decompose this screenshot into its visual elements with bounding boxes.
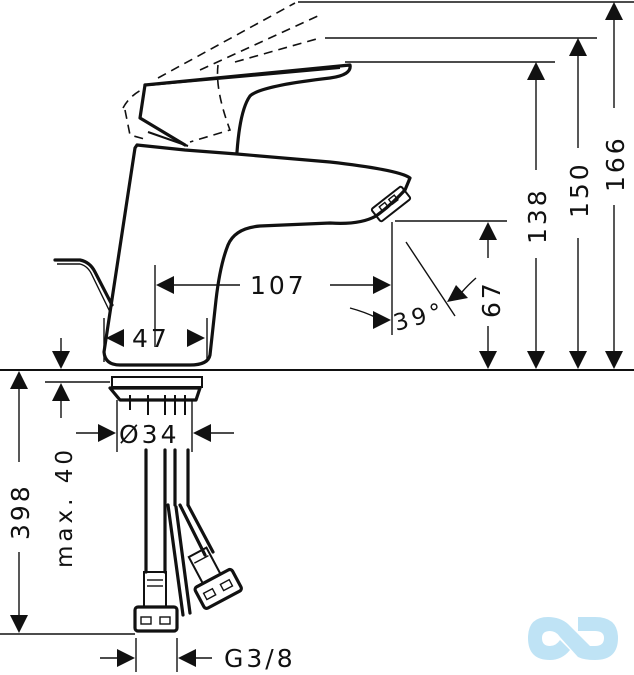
dimension-150: 150 [565,38,594,369]
dimension-107: 107 [154,222,393,347]
dim-label-max-40: max. 40 [52,446,78,568]
dim-label-47: 47 [132,324,170,353]
aerator [370,185,412,223]
dim-label-166: 166 [601,135,630,192]
dimension-166: 166 [601,2,630,369]
dimension-max-40: max. 40 [45,338,110,568]
dim-label-398: 398 [6,483,35,540]
dim-label-138: 138 [523,187,552,244]
dim-label-g-3-8: G3/8 [224,644,296,673]
dim-label-107: 107 [250,271,307,300]
dimension-diameter-34: Ø34 [76,400,234,452]
dimension-398: 398 [0,371,135,635]
dim-label-150: 150 [565,161,594,218]
dimension-67: 67 [477,222,506,369]
dimension-47: 47 [103,318,208,362]
angle-dimension-39: 39° [349,241,477,337]
dim-label-diameter-34: Ø34 [119,420,180,449]
dim-label-39-deg: 39° [391,298,449,337]
tap-body [53,2,412,367]
dimension-g-3-8: G3/8 [100,638,296,673]
mounting-assembly [108,376,243,633]
infinity-logo-icon [528,617,618,660]
dimension-138: 138 [523,62,552,369]
dim-label-67: 67 [477,280,506,318]
